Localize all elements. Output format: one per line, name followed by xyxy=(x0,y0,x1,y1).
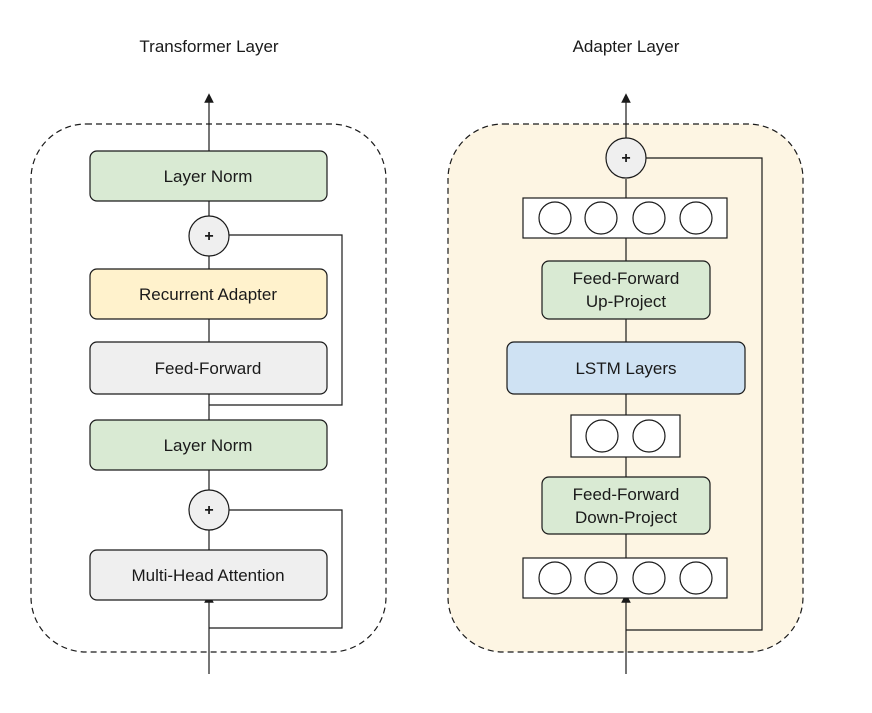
neuron-icon xyxy=(584,201,618,235)
adapter-layer-title: Adapter Layer xyxy=(573,37,680,56)
plus-icon: + xyxy=(204,502,213,519)
neuron-icon xyxy=(632,561,666,595)
down-project-box xyxy=(541,476,711,535)
neuron-icon xyxy=(538,201,572,235)
add-node-bottom xyxy=(188,489,230,531)
layer-norm-top-label: Layer Norm xyxy=(164,167,253,186)
skip-connection xyxy=(626,157,763,631)
up-project-label-line2: Up-Project xyxy=(586,292,667,311)
neuron-icon xyxy=(679,561,713,595)
add-node xyxy=(605,137,647,179)
layer-norm-bottom-label: Layer Norm xyxy=(164,436,253,455)
neuron-icon xyxy=(538,561,572,595)
neuron-icon xyxy=(584,561,618,595)
up-project-box xyxy=(541,260,711,320)
add-node-top xyxy=(188,215,230,257)
residual-connection-bottom xyxy=(209,509,343,629)
neuron-icon xyxy=(632,419,666,453)
transformer-layer-title: Transformer Layer xyxy=(139,37,279,56)
feed-forward-box xyxy=(89,341,328,395)
multi-head-attention-label: Multi-Head Attention xyxy=(131,566,284,585)
down-project-label-line1: Feed-Forward xyxy=(573,485,680,504)
feed-forward-label: Feed-Forward xyxy=(155,359,262,378)
plus-icon: + xyxy=(204,228,213,245)
neuron-icon xyxy=(679,201,713,235)
lstm-layers-box xyxy=(506,341,746,395)
up-project-label-line1: Feed-Forward xyxy=(573,269,680,288)
recurrent-adapter-label: Recurrent Adapter xyxy=(139,285,277,304)
layer-norm-top-box xyxy=(89,150,328,202)
neuron-icon xyxy=(632,201,666,235)
multi-head-attention-box xyxy=(89,549,328,601)
residual-connection-top xyxy=(209,234,343,406)
lstm-layers-label: LSTM Layers xyxy=(575,359,676,378)
plus-icon: + xyxy=(621,150,630,167)
neuron-icon xyxy=(585,419,619,453)
layer-norm-bottom-box xyxy=(89,419,328,471)
down-project-label-line2: Down-Project xyxy=(575,508,677,527)
recurrent-adapter-box xyxy=(89,268,328,320)
